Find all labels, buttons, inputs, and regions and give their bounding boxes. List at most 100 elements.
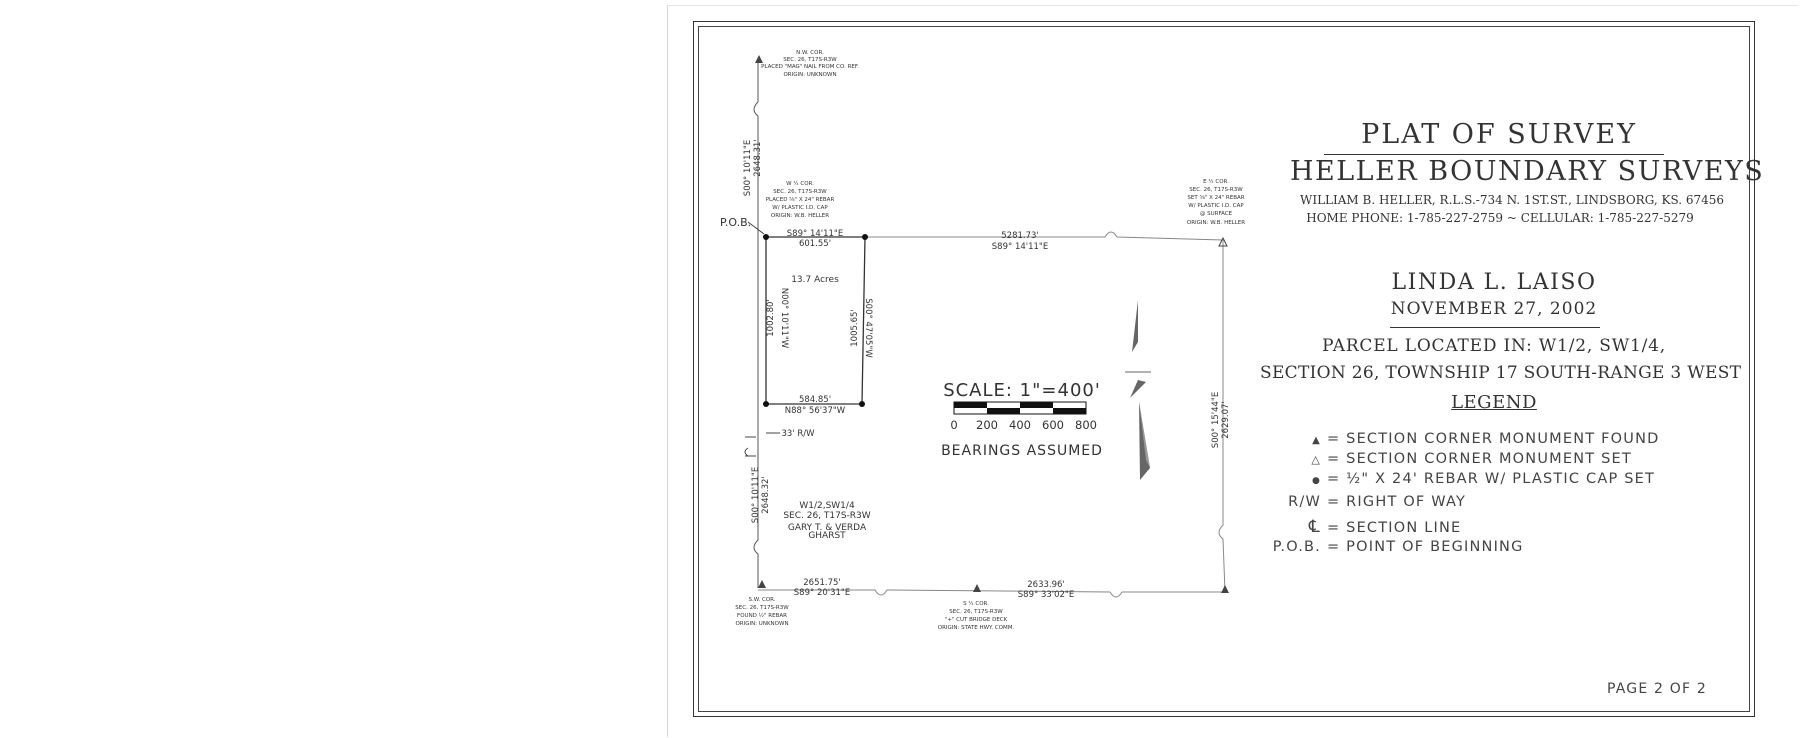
legend-item-rebar: ●= ½" X 24' REBAR W/ PLASTIC CAP SET xyxy=(1263,471,1655,487)
plat-title: PLAT OF SURVEY xyxy=(1361,119,1637,150)
rebar-point-nw xyxy=(763,234,769,240)
pob-symbol: P.O.B. xyxy=(1272,539,1321,555)
dot-icon: ● xyxy=(1311,476,1321,486)
west-upper-bearing: S00° 10'11"E xyxy=(743,140,753,196)
nw-corner-note: N.W. COR. SEC. 26, T17S-R3W PLACED "MAG"… xyxy=(761,50,859,78)
svg-text:W ¼ COR.: W ¼ COR. xyxy=(786,181,814,187)
svg-text:ORIGIN: W.B. HELLER: ORIGIN: W.B. HELLER xyxy=(1187,220,1245,226)
svg-text:SEC. 26, T17S-R3W: SEC. 26, T17S-R3W xyxy=(773,189,827,195)
rotated-labels: S00° 10'11"E 2648.31' S00° 10'11"E 2648.… xyxy=(743,139,1231,523)
svg-text:ORIGIN: UNKNOWN: ORIGIN: UNKNOWN xyxy=(735,621,788,627)
south-east-bearing: S89° 33'02"E xyxy=(1018,590,1074,600)
e-quarter-note: E ¼ COR. SEC. 26, T17S-R3W SET ⅝" X 24" … xyxy=(1187,179,1245,226)
legend-title: LEGEND xyxy=(1451,392,1537,413)
svg-text:SEC. 26, T17S-R3W: SEC. 26, T17S-R3W xyxy=(735,605,789,611)
surveyor-address: WILLIAM B. HELLER, R.L.S.-734 N. 1ST.ST.… xyxy=(1300,193,1725,207)
svg-text:FOUND ½" REBAR: FOUND ½" REBAR xyxy=(737,612,787,619)
svg-text:E ¼ COR.: E ¼ COR. xyxy=(1203,179,1229,185)
scale-tick-400: 400 xyxy=(1009,418,1031,432)
title-underline xyxy=(1324,154,1664,155)
south-west-bearing: S89° 20'31"E xyxy=(794,588,850,598)
svg-text:SEC. 26, T17S-R3W: SEC. 26, T17S-R3W xyxy=(949,609,1003,615)
row-symbol: R/W xyxy=(1288,494,1321,510)
tract-east-bearing: S00° 47'05"W xyxy=(863,298,873,358)
svg-text:S ¼ COR.: S ¼ COR. xyxy=(963,601,989,607)
monuments xyxy=(755,55,1229,593)
row-markers xyxy=(744,432,780,457)
section-line-icon: ℄ xyxy=(1308,517,1321,537)
svg-text:W/ PLASTIC I.D. CAP: W/ PLASTIC I.D. CAP xyxy=(1188,203,1244,209)
svg-text:W/ PLASTIC I.D. CAP: W/ PLASTIC I.D. CAP xyxy=(772,205,828,211)
scale-tick-600: 600 xyxy=(1042,418,1064,432)
legend-item-found: ▲= SECTION CORNER MONUMENT FOUND xyxy=(1263,431,1660,447)
scale-tick-0: 0 xyxy=(950,418,957,432)
tract-north-dist: 601.55' xyxy=(799,239,831,249)
rebar-point-ne xyxy=(862,234,868,240)
monument-found-se xyxy=(1221,585,1229,593)
scale-bar xyxy=(953,401,1087,415)
tract-west-bearing: N00° 10'11"W xyxy=(779,288,789,349)
east-bearing: S00° 15'44"E xyxy=(1211,392,1221,448)
legend-item-row: R/W= RIGHT OF WAY xyxy=(1263,494,1466,510)
east-dist: 2629.07' xyxy=(1221,401,1231,439)
rebar-points xyxy=(763,234,868,407)
surveyor-phone: HOME PHONE: 1-785-227-2759 ~ CELLULAR: 1… xyxy=(1306,211,1694,225)
north-line-bearing: S89° 14'11"E xyxy=(992,242,1048,252)
monument-set-e xyxy=(1218,236,1228,247)
svg-text:@ SURFACE: @ SURFACE xyxy=(1200,211,1233,217)
west-upper-dist: 2648.31' xyxy=(753,139,763,177)
s-quarter-note: S ¼ COR. SEC. 26, T17S-R3W "+" CUT BRIDG… xyxy=(938,601,1015,631)
sheet-border-inner xyxy=(698,26,1750,712)
tract-west-dist: 1002.80' xyxy=(766,299,776,337)
tract-east-dist: 1005.65' xyxy=(850,309,860,347)
parcel-w-label: W1/2,SW1/4 xyxy=(799,501,855,511)
tract-north-bearing: S89° 14'11"E xyxy=(787,229,843,239)
south-east-dist: 2633.96' xyxy=(1027,580,1065,590)
owner-line1: GARY T. & VERDA xyxy=(788,523,867,533)
bearings-note: BEARINGS ASSUMED xyxy=(941,443,1103,459)
triangle-filled-icon: ▲ xyxy=(1312,435,1321,446)
owner-line2: GHARST xyxy=(808,531,846,541)
svg-text:SET ⅝" X 24" REBAR: SET ⅝" X 24" REBAR xyxy=(1187,195,1244,201)
parcel-line2: SECTION 26, TOWNSHIP 17 SOUTH-RANGE 3 WE… xyxy=(1260,363,1742,383)
scale-label: SCALE: 1"=400' xyxy=(943,380,1101,401)
tract-south-dist: 584.85' xyxy=(799,395,831,405)
north-arrow-icon xyxy=(1125,300,1151,480)
page-number: PAGE 2 OF 2 xyxy=(1607,681,1708,697)
rebar-point-se xyxy=(859,401,865,407)
triangle-outline-icon: △ xyxy=(1311,453,1321,466)
plat-sheet xyxy=(667,5,1798,737)
company-name: HELLER BOUNDARY SURVEYS xyxy=(1290,156,1765,187)
monument-found-sw xyxy=(758,580,766,588)
legend-item-pob: P.O.B.= POINT OF BEGINNING xyxy=(1263,539,1524,555)
section-boundary xyxy=(753,60,1226,598)
svg-text:N.W. COR.: N.W. COR. xyxy=(796,50,824,56)
monument-found-nw xyxy=(755,55,763,63)
north-line-dist: 5281.73' xyxy=(1001,231,1039,241)
south-west-dist: 2651.75' xyxy=(803,578,841,588)
monument-found-s xyxy=(973,584,981,592)
svg-text:ORIGIN: UNKNOWN: ORIGIN: UNKNOWN xyxy=(783,72,836,78)
parcel-line1: PARCEL LOCATED IN: W1/2, SW1/4, xyxy=(1322,336,1666,356)
date-underline xyxy=(1390,327,1600,328)
svg-text:PLACED ⅝" X 24" REBAR: PLACED ⅝" X 24" REBAR xyxy=(766,197,835,203)
scale-ticks: 0 200 400 600 800 xyxy=(950,418,1097,432)
survey-date: NOVEMBER 27, 2002 xyxy=(1390,299,1598,319)
parcel-sec-label: SEC. 26, T17S-R3W xyxy=(783,511,870,521)
west-lower-bearing: S00° 10'11"E xyxy=(751,467,761,523)
scale-tick-200: 200 xyxy=(976,418,998,432)
legend-item-section-line: ℄= SECTION LINE xyxy=(1263,517,1461,537)
row-label: 33' R/W xyxy=(781,429,815,439)
svg-text:"+" CUT BRIDGE DECK: "+" CUT BRIDGE DECK xyxy=(945,617,1008,623)
svg-text:S.W. COR.: S.W. COR. xyxy=(748,597,775,603)
rebar-point-sw xyxy=(763,401,769,407)
tract-acres: 13.7 Acres xyxy=(791,275,839,285)
svg-text:SEC. 26, T17S-R3W: SEC. 26, T17S-R3W xyxy=(783,57,837,63)
legend-item-set: △= SECTION CORNER MONUMENT SET xyxy=(1263,451,1632,467)
svg-text:PLACED "MAG" NAIL FROM CO. REF: PLACED "MAG" NAIL FROM CO. REF. xyxy=(761,64,859,70)
scale-tick-800: 800 xyxy=(1075,418,1097,432)
svg-text:ORIGIN: STATE HWY. COMM.: ORIGIN: STATE HWY. COMM. xyxy=(938,625,1015,631)
pob-arrow xyxy=(747,221,765,235)
west-lower-dist: 2648.32' xyxy=(761,476,771,514)
